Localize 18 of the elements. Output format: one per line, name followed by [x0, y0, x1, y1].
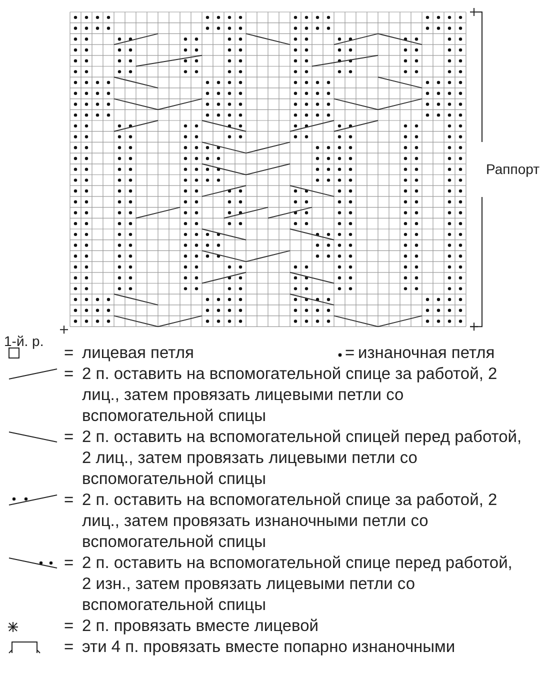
row-number-label: 1-й. р. [4, 332, 44, 351]
equals-sign: = [64, 553, 74, 574]
equals-sign: = [64, 616, 74, 637]
legend-text: 2 п. оставить на вспомогательной спице перед работой, 2 изн., затем провязать лицевыми петли со вспомогательной спицы [82, 553, 514, 616]
legend-text: изнаночная петля [358, 343, 495, 364]
legend-text: эти 4 п. провязать вместе попарно изнаночными [82, 637, 456, 658]
legend-text: 2 п. оставить на вспомогательной спице за работой, 2 лиц., затем провязать лицевыми петли со вспомогательной спицы [82, 364, 498, 427]
equals-sign: = [64, 637, 74, 658]
legend-text: 2 п. оставить на вспомогательной спице за работой, 2 лиц., затем провязать изнаночными петли со вспомогательной спицы [82, 490, 498, 553]
equals-sign: = [345, 343, 355, 364]
equals-sign: = [64, 343, 74, 364]
equals-sign: = [64, 364, 74, 385]
legend-text: лицевая петля [82, 343, 194, 364]
rapport-label: Раппорт [486, 160, 540, 179]
legend-text: 2 п. оставить на вспомогательной спицей перед работой, 2 лиц., затем провязать лицевыми петли со вспомогательной спицы [82, 427, 522, 490]
legend-text: 2 п. провязать вместе лицевой [82, 616, 320, 637]
equals-sign: = [64, 427, 74, 448]
equals-sign: = [64, 490, 74, 511]
